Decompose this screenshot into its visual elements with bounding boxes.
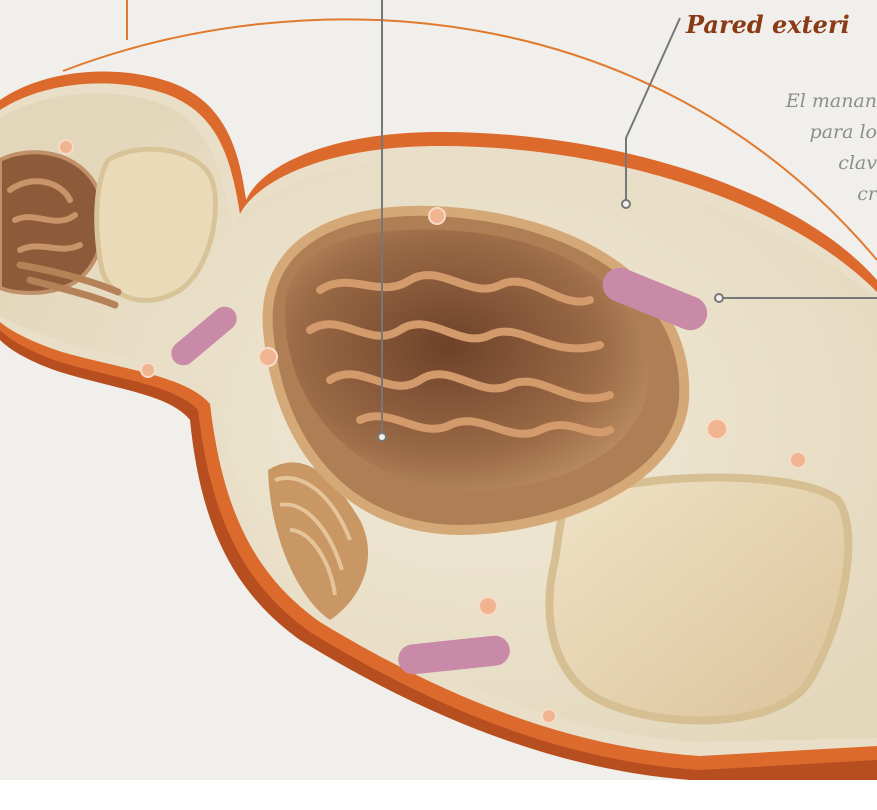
vacuole-icon — [549, 478, 848, 721]
description-line: El manan — [727, 86, 877, 117]
description-line: para lo — [727, 117, 877, 148]
description-line: cr — [727, 179, 877, 210]
description-line: clav — [727, 148, 877, 179]
callout-description: El manan para lo clav cr — [727, 86, 877, 210]
bottom-margin — [0, 780, 877, 810]
callout-title: Pared exteri — [686, 10, 850, 39]
bud-cell-icon — [0, 149, 215, 305]
